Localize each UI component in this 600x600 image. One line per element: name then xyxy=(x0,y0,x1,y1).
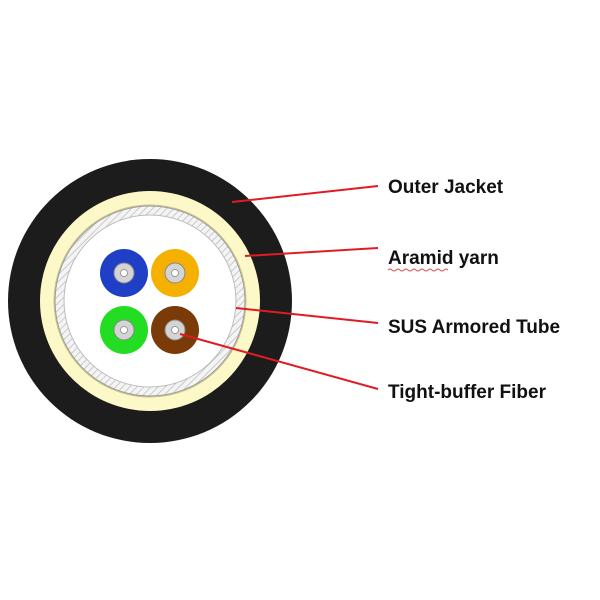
armored-tube-leader-line xyxy=(235,307,379,324)
outer-jacket-label: Outer Jacket xyxy=(388,177,504,198)
fiber-brown-core xyxy=(171,326,179,334)
fiber-brown xyxy=(151,306,199,354)
fiber-green-core xyxy=(120,326,128,334)
aramid-yarn-label: Aramid yarn xyxy=(388,248,499,269)
spellcheck-underline xyxy=(387,268,449,272)
tight-buffer-fiber-label: Tight-buffer Fiber xyxy=(388,382,547,403)
sus-armored-tube-label: SUS Armored Tube xyxy=(388,317,560,338)
aramid-yarn-leader-line xyxy=(244,247,379,257)
outer-jacket-leader-line xyxy=(231,185,379,203)
tight-buffer-fiber-leader-line xyxy=(179,333,379,390)
armored-tube-interior xyxy=(63,214,237,388)
fiber-orange-core xyxy=(171,269,179,277)
fiber-orange xyxy=(151,249,199,297)
fiber-blue xyxy=(100,249,148,297)
aramid-yarn-inner-edge xyxy=(53,204,247,398)
fiber-blue-core xyxy=(120,269,128,277)
fiber-green xyxy=(100,306,148,354)
